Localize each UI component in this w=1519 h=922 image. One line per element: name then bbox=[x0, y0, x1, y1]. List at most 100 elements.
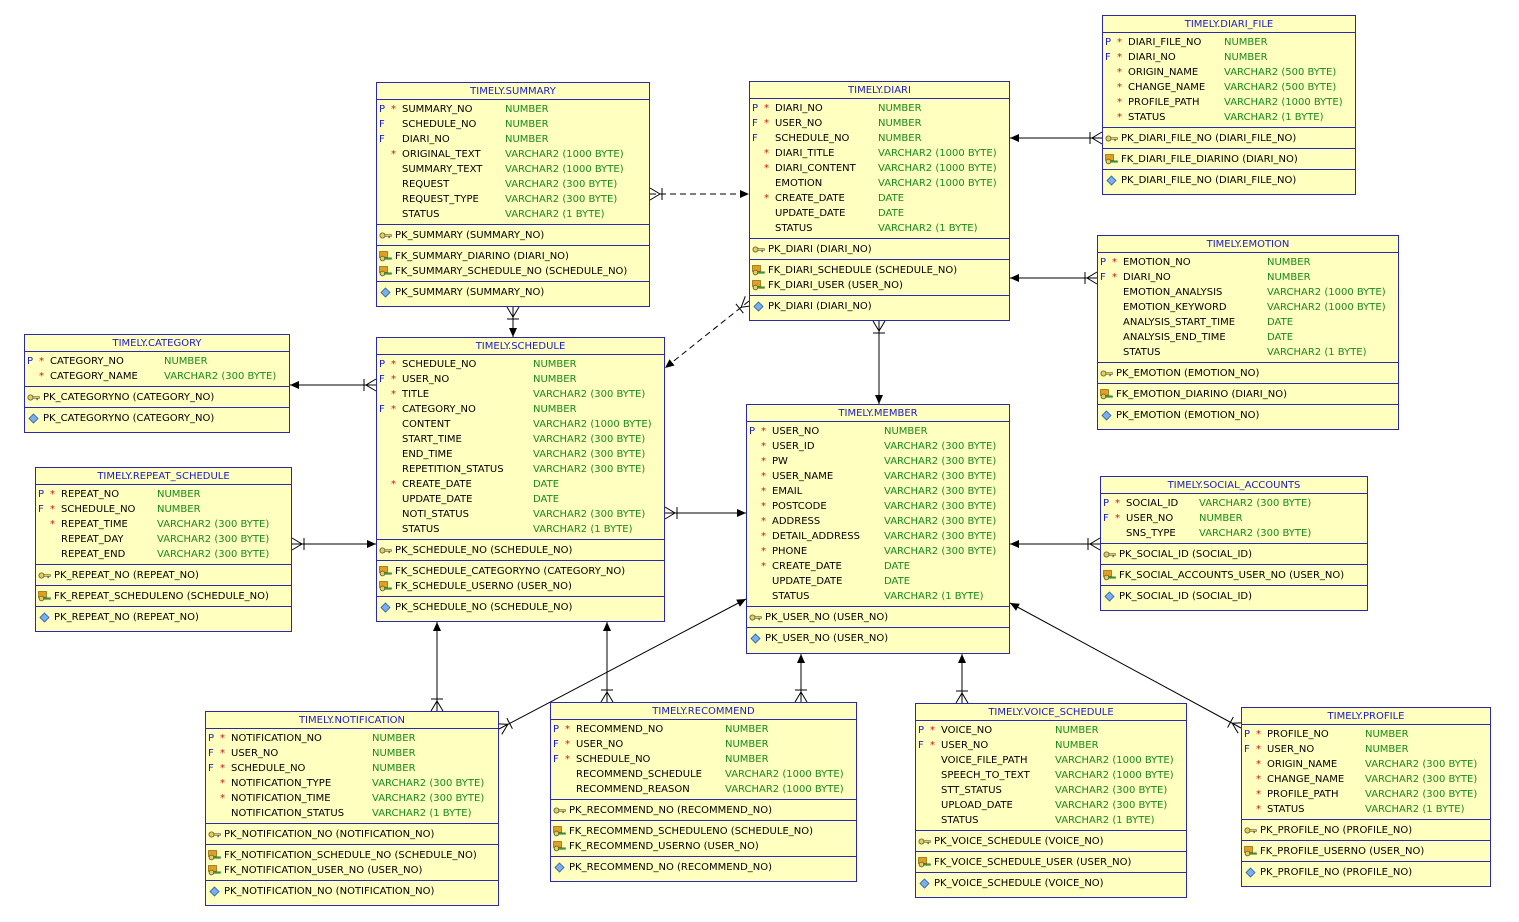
index-icon bbox=[39, 612, 50, 623]
index-row: PK_RECOMMEND_NO (RECOMMEND_NO) bbox=[551, 860, 856, 875]
column-type: VARCHAR2 (300 BYTE) bbox=[157, 534, 270, 545]
column-name: CREATE_DATE bbox=[775, 193, 845, 204]
mandatory-marker: * bbox=[761, 456, 766, 467]
index-section: PK_REPEAT_NO (REPEAT_NO) bbox=[36, 607, 291, 627]
mandatory-marker: * bbox=[220, 733, 225, 744]
column-type: NUMBER bbox=[1055, 740, 1099, 751]
index-icon bbox=[753, 301, 764, 312]
key-flag: F bbox=[752, 133, 758, 144]
column-name: EMAIL bbox=[772, 486, 803, 497]
key-flag: F bbox=[1100, 272, 1106, 283]
column-name: USER_NO bbox=[402, 374, 450, 385]
column-name: SPEECH_TO_TEXT bbox=[941, 770, 1030, 781]
column-name: ADDRESS bbox=[772, 516, 821, 527]
column-type: DATE bbox=[533, 494, 560, 505]
relationship-voice_schedule-member bbox=[955, 654, 969, 704]
column-type: VARCHAR2 (300 BYTE) bbox=[372, 793, 485, 804]
mandatory-marker: * bbox=[50, 519, 55, 530]
column-name: SCHEDULE_NO bbox=[576, 754, 651, 765]
column-name: SOCIAL_ID bbox=[1126, 498, 1179, 509]
relationship-recommend-member bbox=[794, 654, 808, 703]
mandatory-marker: * bbox=[1117, 82, 1122, 93]
foreign-key-row: FK_SOCIAL_ACCOUNTS_USER_NO (USER_NO) bbox=[1101, 568, 1367, 583]
relationship-diari_file-diari bbox=[1010, 131, 1103, 145]
column-type: NUMBER bbox=[1267, 272, 1311, 283]
column-name: CATEGORY_NAME bbox=[50, 371, 138, 382]
column-name: RECOMMEND_SCHEDULE bbox=[576, 769, 702, 780]
key-flag: P bbox=[1105, 37, 1112, 48]
index-label: PK_SUMMARY (SUMMARY_NO) bbox=[395, 287, 545, 298]
column-type: VARCHAR2 (300 BYTE) bbox=[884, 486, 997, 497]
column-name: SCHEDULE_NO bbox=[402, 359, 477, 370]
mandatory-marker: * bbox=[1117, 97, 1122, 108]
mandatory-marker: * bbox=[1256, 804, 1261, 815]
primary-key-row: PK_DIARI_FILE_NO (DIARI_FILE_NO) bbox=[1103, 131, 1355, 146]
column-type: VARCHAR2 (1 BYTE) bbox=[884, 591, 984, 602]
column-type: VARCHAR2 (1000 BYTE) bbox=[878, 163, 997, 174]
primary-key-row: PK_PROFILE_NO (PROFILE_NO) bbox=[1242, 823, 1490, 838]
index-section: PK_CATEGORYNO (CATEGORY_NO) bbox=[25, 408, 289, 428]
column-type: VARCHAR2 (1000 BYTE) bbox=[878, 178, 997, 189]
column-type: VARCHAR2 (1 BYTE) bbox=[533, 524, 633, 535]
key-flag: F bbox=[208, 763, 214, 774]
index-icon bbox=[919, 878, 930, 889]
column-name: DIARI_NO bbox=[1123, 272, 1171, 283]
relationship-repeat_schedule-schedule bbox=[291, 537, 376, 551]
primary-key-section: PK_VOICE_SCHEDULE (VOICE_NO) bbox=[916, 831, 1186, 852]
column-name: UPDATE_DATE bbox=[772, 576, 843, 587]
column-type: VARCHAR2 (1 BYTE) bbox=[372, 808, 472, 819]
column-type: VARCHAR2 (1000 BYTE) bbox=[1267, 287, 1386, 298]
column-name: ANALYSIS_END_TIME bbox=[1123, 332, 1226, 343]
mandatory-marker: * bbox=[1115, 498, 1120, 509]
column-name: SCHEDULE_NO bbox=[61, 504, 136, 515]
relationship-notification-schedule bbox=[430, 622, 444, 712]
column-type: VARCHAR2 (300 BYTE) bbox=[884, 516, 997, 527]
relationship-schedule-member bbox=[664, 506, 746, 520]
column-type: VARCHAR2 (1000 BYTE) bbox=[878, 148, 997, 159]
column-name: STATUS bbox=[1128, 112, 1166, 123]
index-row: PK_PROFILE_NO (PROFILE_NO) bbox=[1242, 865, 1490, 880]
index-icon bbox=[209, 886, 220, 897]
column-name: VOICE_FILE_PATH bbox=[941, 755, 1028, 766]
mandatory-marker: * bbox=[391, 359, 396, 370]
mandatory-marker: * bbox=[761, 426, 766, 437]
column-name: USER_NO bbox=[772, 426, 820, 437]
column-type: VARCHAR2 (300 BYTE) bbox=[505, 194, 618, 205]
